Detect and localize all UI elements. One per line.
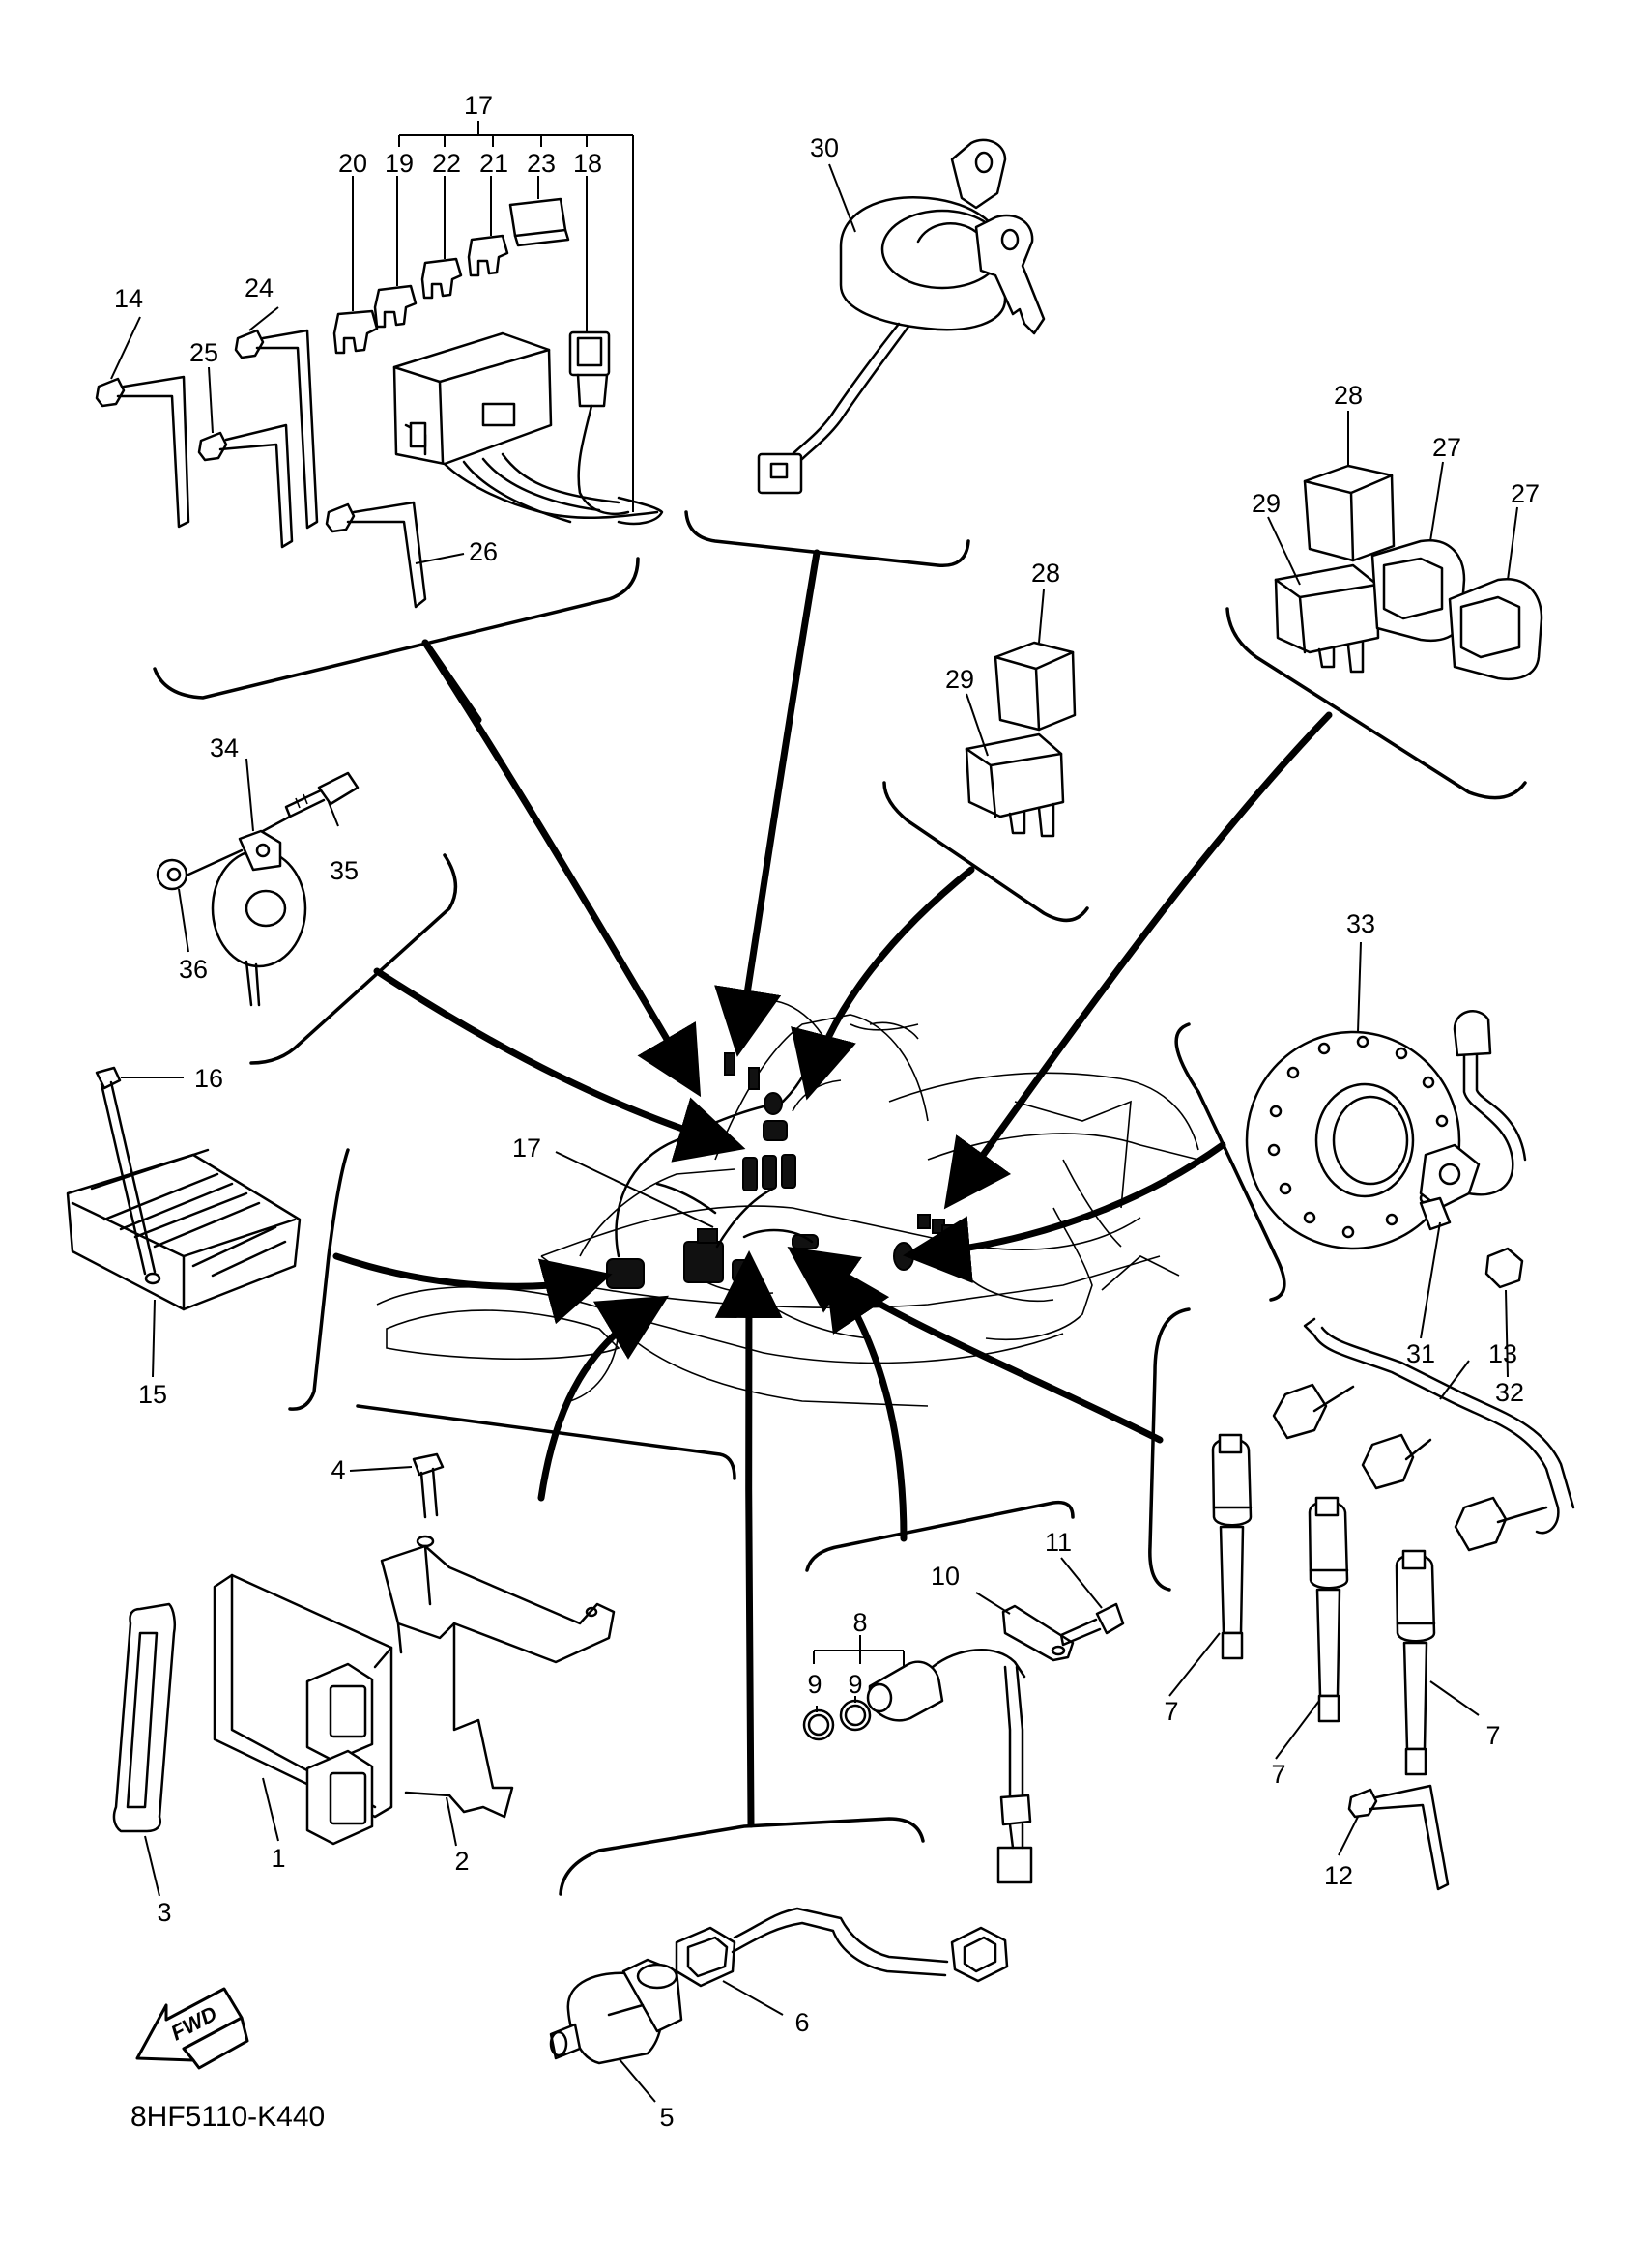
screw-16-head-icon bbox=[95, 1066, 122, 1090]
callout-27-right: 27 bbox=[1511, 479, 1540, 508]
relay-28-center-icon bbox=[994, 641, 1077, 732]
callout-13: 13 bbox=[1488, 1339, 1517, 1368]
callout-10: 10 bbox=[931, 1562, 960, 1591]
sensor-8-group bbox=[802, 1557, 1125, 1884]
group-connector-lines bbox=[332, 549, 1333, 1828]
callout-22: 22 bbox=[432, 149, 461, 178]
callout-8: 8 bbox=[852, 1608, 867, 1637]
callout-34: 34 bbox=[210, 733, 239, 762]
fuse-20-icon bbox=[332, 309, 379, 355]
relay-27-right-icon bbox=[1448, 577, 1543, 680]
ignition-coils-group bbox=[1168, 1317, 1575, 1891]
callout-7-right: 7 bbox=[1485, 1721, 1500, 1750]
callout-9-right: 9 bbox=[848, 1670, 862, 1699]
callout-6: 6 bbox=[794, 2008, 809, 2037]
callout-31: 31 bbox=[1406, 1339, 1435, 1368]
callout-7-left: 7 bbox=[1164, 1697, 1178, 1726]
speed-sensor-group bbox=[1245, 941, 1527, 1378]
callout-29-top: 29 bbox=[1252, 489, 1281, 518]
callout-2: 2 bbox=[454, 1847, 469, 1876]
callout-24: 24 bbox=[245, 273, 274, 302]
callout-30: 30 bbox=[810, 133, 839, 162]
callout-15: 15 bbox=[138, 1380, 167, 1409]
switch-connector-icon bbox=[757, 452, 803, 495]
callout-4: 4 bbox=[331, 1455, 345, 1484]
callout-17-center: 17 bbox=[512, 1134, 541, 1163]
callout-28-top: 28 bbox=[1334, 381, 1363, 410]
ecu-bracket-icon bbox=[380, 1544, 616, 1664]
cable-tie-25-head-icon bbox=[197, 431, 228, 462]
relay-29-top-icon bbox=[1274, 563, 1380, 654]
callout-21: 21 bbox=[479, 149, 508, 178]
main-switch-group bbox=[757, 138, 1046, 495]
callout-11: 11 bbox=[1045, 1528, 1072, 1557]
relay-29-center-icon bbox=[965, 732, 1065, 818]
callout-17-top: 17 bbox=[464, 91, 493, 120]
callout-32: 32 bbox=[1495, 1378, 1524, 1407]
coil-connector-2-icon bbox=[1361, 1433, 1415, 1490]
cable-tie-12-head-icon bbox=[1347, 1788, 1378, 1819]
rectifier-group bbox=[66, 1066, 302, 1378]
relays-top-right-group bbox=[1267, 411, 1543, 680]
callout-3: 3 bbox=[157, 1898, 171, 1927]
cable-ties-group bbox=[95, 306, 465, 609]
coil-connector-1-icon bbox=[1272, 1383, 1328, 1440]
callout-1: 1 bbox=[271, 1844, 285, 1873]
fuse-19-icon bbox=[373, 284, 418, 329]
callout-12: 12 bbox=[1324, 1861, 1353, 1890]
callout-19: 19 bbox=[385, 149, 414, 178]
bolt-4-head-icon bbox=[412, 1452, 445, 1477]
callout-25: 25 bbox=[189, 338, 218, 367]
fuse-box-group bbox=[332, 121, 664, 526]
callout-14: 14 bbox=[114, 284, 143, 313]
callout-16: 16 bbox=[194, 1064, 223, 1093]
fwd-arrow-icon: FWD bbox=[135, 1987, 249, 2070]
callout-20: 20 bbox=[338, 149, 367, 178]
callout-23: 23 bbox=[527, 149, 556, 178]
callout-29-center: 29 bbox=[945, 665, 974, 694]
relays-center-group bbox=[965, 589, 1077, 838]
callout-18: 18 bbox=[573, 149, 602, 178]
nut-32-icon bbox=[1484, 1247, 1524, 1289]
strap-3-icon bbox=[112, 1602, 177, 1833]
callout-26: 26 bbox=[469, 537, 498, 566]
sensor-body-icon bbox=[1419, 1143, 1481, 1210]
callout-27-left: 27 bbox=[1432, 433, 1461, 462]
cable-tie-24-head-icon bbox=[234, 329, 265, 359]
cable-tie-14-head-icon bbox=[95, 377, 126, 408]
nut-36-icon bbox=[156, 858, 188, 891]
callout-28-center: 28 bbox=[1031, 559, 1060, 588]
callout-9-left: 9 bbox=[807, 1670, 822, 1699]
coil-connector-3-icon bbox=[1454, 1496, 1508, 1552]
fuse-23-icon bbox=[508, 197, 567, 238]
callout-33: 33 bbox=[1346, 909, 1375, 938]
sensor-8-connector-icon bbox=[996, 1846, 1033, 1884]
horn-bracket-icon bbox=[238, 829, 282, 872]
diagram-code: 8HF5110-K440 bbox=[130, 2101, 325, 2133]
callout-7-mid: 7 bbox=[1271, 1760, 1285, 1789]
snowmobile-center-illustration bbox=[376, 999, 1199, 1407]
fuse-21-icon bbox=[467, 234, 509, 277]
callout-36: 36 bbox=[179, 955, 208, 984]
fuse-22-icon bbox=[420, 257, 463, 300]
cable-tie-26-head-icon bbox=[325, 502, 356, 533]
group-brackets bbox=[153, 510, 1527, 1896]
callout-5: 5 bbox=[659, 2103, 674, 2132]
bolt-35-head-icon bbox=[317, 771, 360, 806]
fuse-box-icon bbox=[392, 331, 553, 466]
bolt-11-head-icon bbox=[1095, 1602, 1125, 1635]
ecu-group bbox=[112, 1452, 616, 1897]
horn-group bbox=[156, 758, 360, 1007]
key-icon bbox=[974, 214, 1046, 335]
harness-6-connector-right-icon bbox=[950, 1926, 1009, 1983]
callout-35: 35 bbox=[330, 856, 359, 885]
pressure-switch-group bbox=[549, 1907, 1009, 2103]
key-fob-icon bbox=[950, 138, 1007, 210]
sensor-connector-icon bbox=[1453, 1010, 1492, 1057]
